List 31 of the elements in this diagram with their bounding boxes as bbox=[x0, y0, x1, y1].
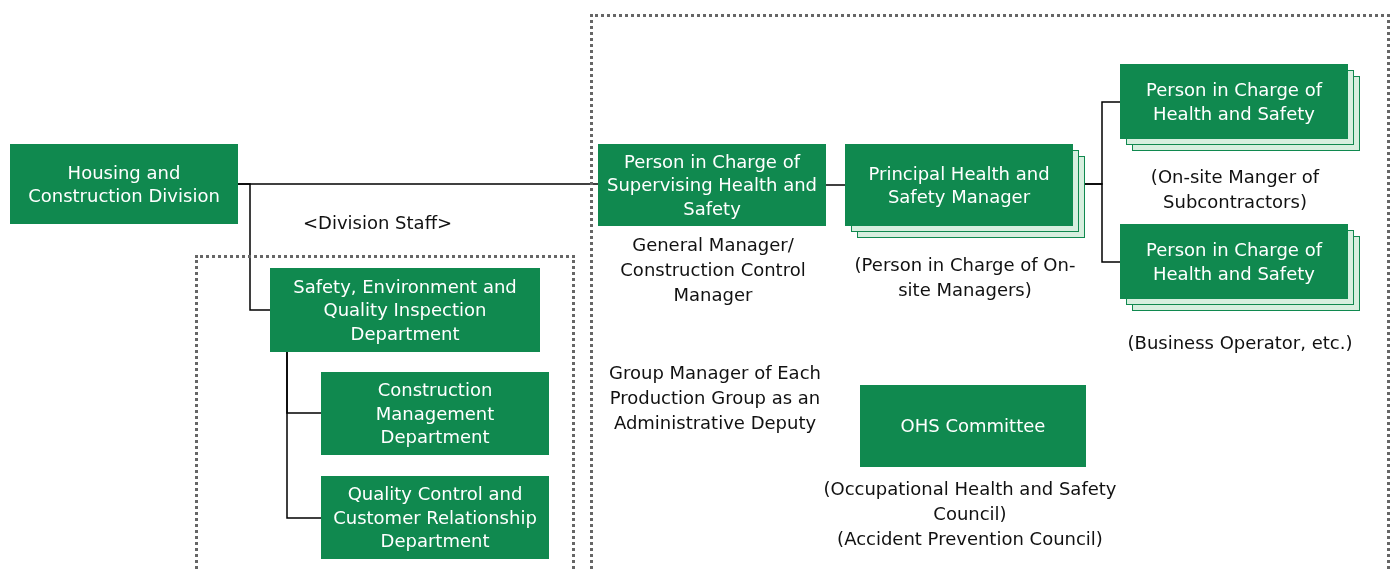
node-caption: (Accident Prevention Council) bbox=[837, 527, 1103, 552]
process-box bbox=[598, 144, 826, 226]
box-label: OHS Committee bbox=[900, 414, 1046, 438]
box-label: Housing and Construction Division bbox=[27, 160, 221, 208]
connector-line bbox=[825, 184, 846, 186]
connector-line bbox=[1084, 183, 1121, 263]
box-label: Quality Control and Customer Relationship Department bbox=[332, 482, 538, 553]
box-label: Person in Charge of Health and Safety bbox=[1145, 238, 1324, 285]
box-label: Safety, Environment and Quality Inspection Department bbox=[292, 274, 518, 346]
process-box bbox=[321, 372, 549, 455]
node-caption: (Person in Charge of On-site Managers) bbox=[853, 253, 1077, 303]
note-text: Group Manager of Each Production Group as an Administrative Deputy bbox=[608, 361, 822, 436]
process-box bbox=[321, 476, 549, 559]
connector-line bbox=[286, 351, 322, 519]
stacked-process-box bbox=[1120, 224, 1360, 311]
box-label: Person in Charge of Supervising Health and Safety bbox=[606, 149, 818, 221]
node-caption: General Manager/ Construction Control Manager bbox=[619, 233, 807, 308]
group-heading: <Division Staff> bbox=[303, 212, 453, 233]
stacked-process-box bbox=[845, 144, 1085, 238]
box-label: Construction Management Department bbox=[374, 378, 496, 449]
process-box bbox=[270, 268, 540, 352]
node-caption: (Occupational Health and Safety Council) bbox=[822, 477, 1118, 527]
node-caption: (Business Operator, etc.) bbox=[1127, 331, 1353, 355]
connector-line bbox=[237, 183, 271, 311]
process-box bbox=[10, 144, 238, 224]
process-box bbox=[860, 385, 1086, 467]
dotted-group-frame bbox=[590, 14, 1390, 569]
stacked-process-box bbox=[1120, 64, 1360, 151]
box-label: Principal Health and Safety Manager bbox=[867, 161, 1051, 209]
node-caption: (On-site Manger of Subcontractors) bbox=[1149, 165, 1321, 215]
box-label: Person in Charge of Health and Safety bbox=[1145, 78, 1324, 125]
